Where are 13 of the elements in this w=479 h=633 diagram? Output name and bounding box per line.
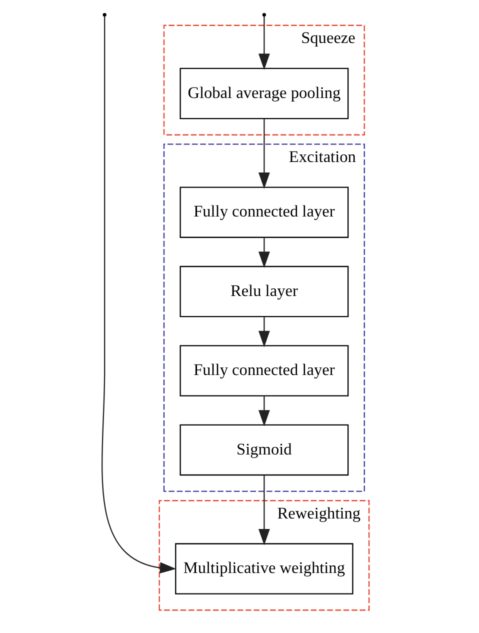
arrow [258,475,270,546]
arrow [258,16,270,70]
arrow [258,396,270,426]
node-box: Sigmoid [179,424,348,476]
node-box: Relu layer [179,266,348,318]
node-box: Fully connected layer [179,345,348,396]
arrow [258,237,270,268]
node-box: Multiplicative weighting [174,543,353,594]
node-box: Global average pooling [179,68,348,120]
arrow [101,16,176,574]
arrow [258,118,270,189]
node-box: Fully connected layer [179,186,348,238]
arrow [258,316,270,348]
